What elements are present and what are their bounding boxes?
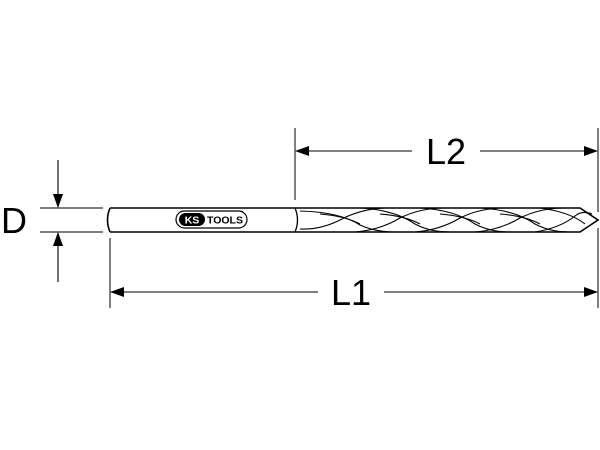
drill-flutes — [299, 207, 593, 233]
logo-ks-badge — [179, 213, 205, 226]
dim-l2-label: L2 — [426, 131, 466, 172]
logo-ks-text: KS — [185, 215, 200, 227]
logo-tools-text: TOOLS — [207, 215, 243, 227]
drill-bit — [106, 207, 600, 233]
dimension-l2: L2 — [295, 131, 598, 172]
dim-l1-label: L1 — [331, 272, 371, 313]
dim-d-label: D — [1, 200, 27, 241]
dimension-l1: L1 — [110, 272, 598, 313]
ks-tools-logo: KS TOOLS — [175, 210, 248, 229]
drill-flute-start — [294, 207, 299, 233]
extension-lines — [40, 128, 599, 308]
drill-shank — [106, 207, 295, 233]
dimension-d: D — [1, 160, 63, 282]
